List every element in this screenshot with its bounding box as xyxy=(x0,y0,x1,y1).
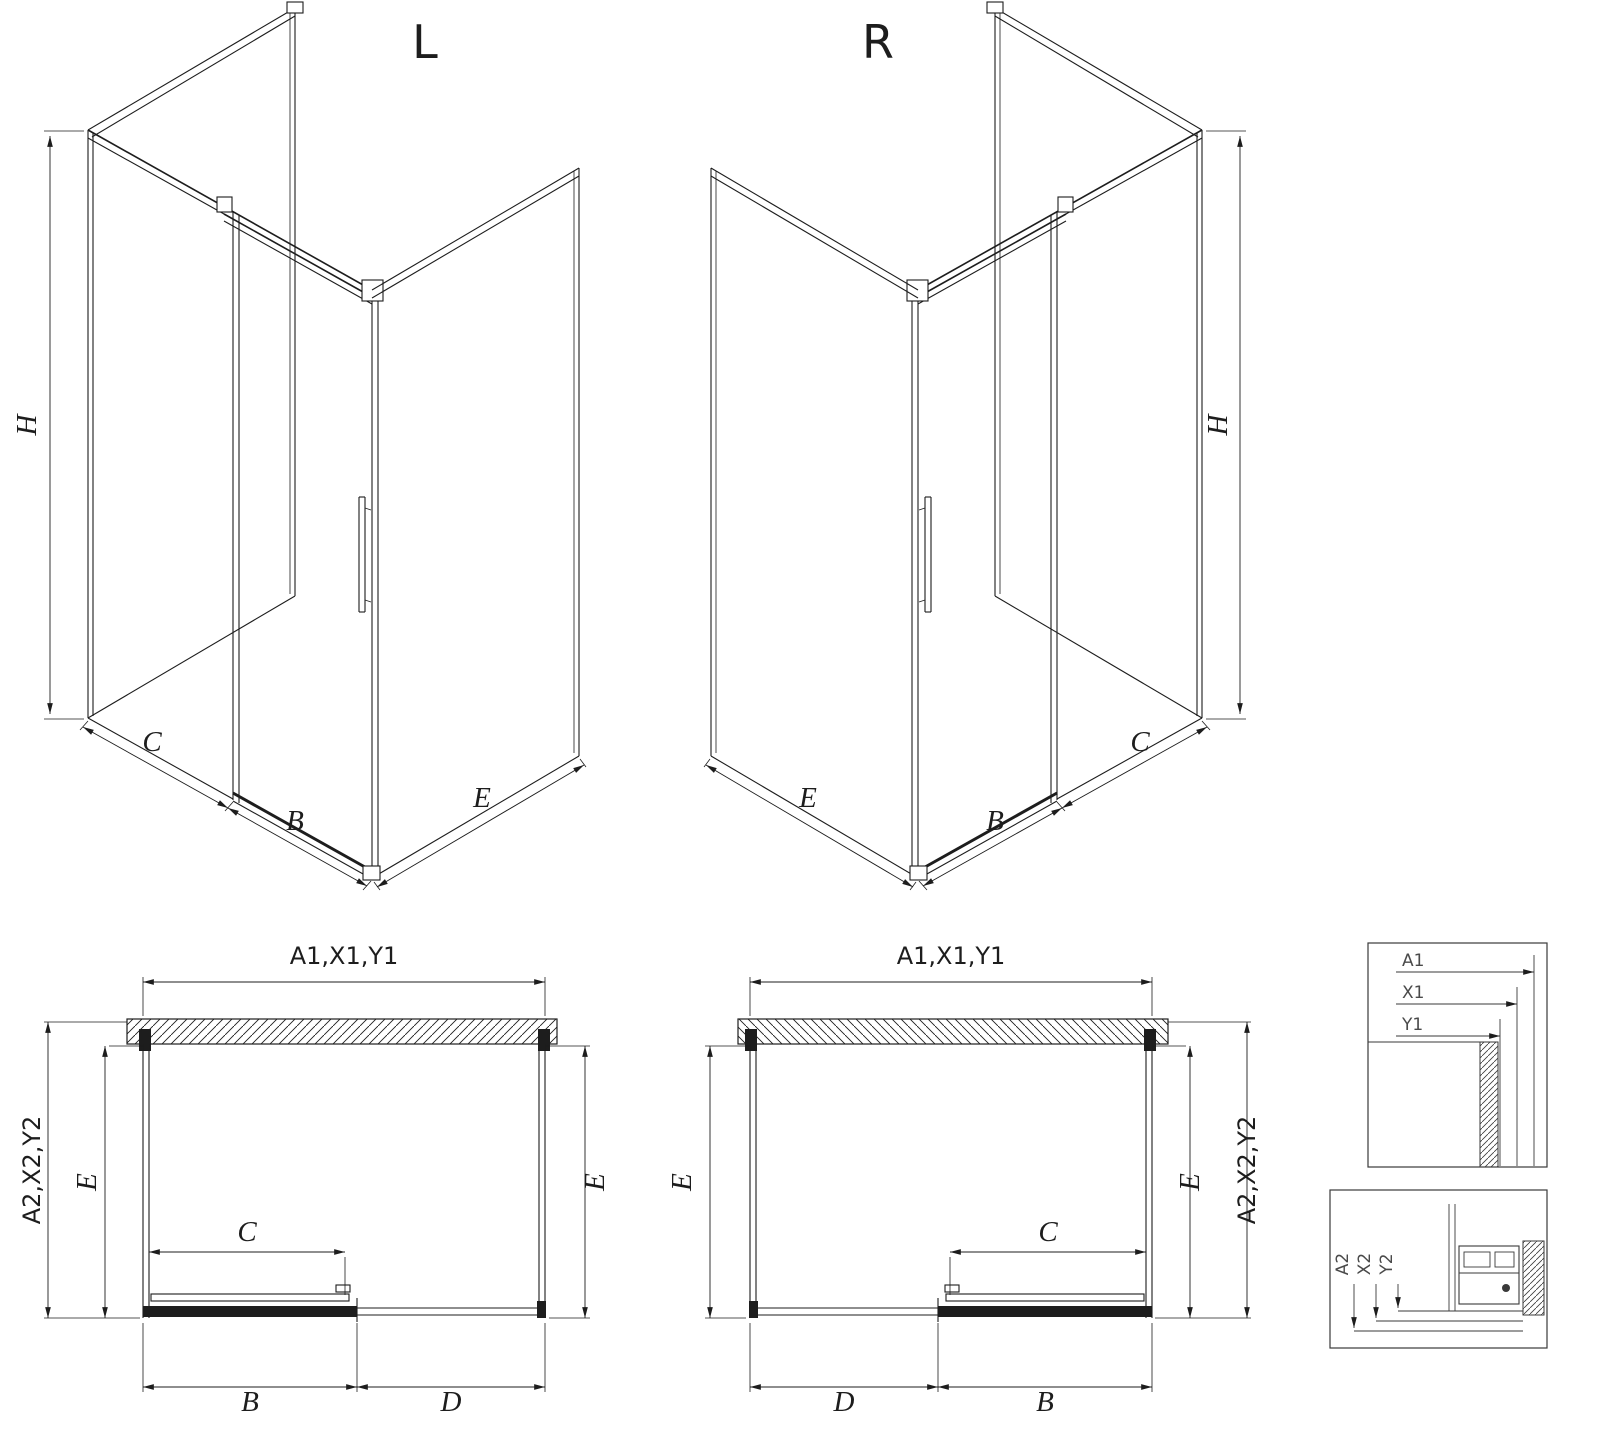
door-handle xyxy=(358,496,372,613)
plan-right-c-label: C xyxy=(1038,1216,1058,1248)
wall-profile-right xyxy=(538,1029,550,1051)
front-face xyxy=(87,129,384,880)
dim-label-h-right: H xyxy=(1202,412,1234,436)
plan-right-e-right-label: E xyxy=(1174,1173,1206,1192)
top-corner-bracket xyxy=(286,1,304,14)
plan-dimension-lines xyxy=(44,977,590,1392)
wall-section xyxy=(126,1018,558,1051)
wall-section xyxy=(1522,1240,1545,1316)
detail-bottom-a2-label: A2 xyxy=(1333,1253,1353,1275)
dim-label-b-left: B xyxy=(286,805,304,837)
dim-label-c-left: C xyxy=(142,726,162,758)
plan-view-right-geometry xyxy=(705,977,1251,1392)
detail-view-bottom xyxy=(1329,1189,1548,1349)
plan-right-a1-label: A1,X1,Y1 xyxy=(897,942,1006,970)
detail-top-y1-label: Y1 xyxy=(1401,1015,1423,1035)
plan-left-e-left-label: E xyxy=(71,1173,103,1192)
plan-left-a2-label: A2,X2,Y2 xyxy=(18,1116,46,1225)
rail-bracket xyxy=(216,196,233,213)
dim-label-c-right: C xyxy=(1130,726,1150,758)
side-glass-profiles xyxy=(142,1044,546,1318)
top-rail xyxy=(216,196,373,305)
dim-label-b-right: B xyxy=(986,805,1004,837)
detail-top-x1-label: X1 xyxy=(1402,983,1424,1003)
side-panel-right xyxy=(362,167,580,881)
iso-dimension-lines xyxy=(44,130,587,891)
detail-view-top xyxy=(1367,942,1548,1168)
corner-foot xyxy=(362,865,381,881)
side-panel-left xyxy=(87,1,304,719)
detail-bottom-x2-label: X2 xyxy=(1355,1253,1375,1275)
slider-track xyxy=(143,1306,357,1317)
plan-left-a1-label: A1,X1,Y1 xyxy=(290,942,399,970)
sliding-door-leaf xyxy=(150,1293,350,1302)
roller-carriage-section xyxy=(1458,1245,1520,1305)
iso-right-title: R xyxy=(862,15,894,69)
plan-right-d-label: D xyxy=(833,1386,855,1418)
dim-label-h-left: H xyxy=(11,412,43,436)
iso-view-right-geometry xyxy=(704,2,1246,890)
door-handle xyxy=(335,1284,351,1293)
plan-left-d-label: D xyxy=(440,1386,462,1418)
iso-view-left-geometry xyxy=(44,1,587,891)
plan-left-b-label: B xyxy=(241,1386,259,1418)
wall-profile-left xyxy=(139,1029,151,1051)
corner-profile xyxy=(537,1301,546,1318)
plan-left-e-right-label: E xyxy=(579,1173,611,1192)
plan-view-left-geometry xyxy=(44,977,590,1392)
plan-right-a2-label: A2,X2,Y2 xyxy=(1233,1116,1261,1225)
detail-bottom-y2-label: Y2 xyxy=(1377,1253,1397,1275)
labels-layer: L H C B E R H C B E A1,X1,Y1 A2,X2,Y2 E … xyxy=(11,15,1424,1418)
plan-right-e-left-label: E xyxy=(666,1173,698,1192)
dim-label-e-right: E xyxy=(798,782,817,814)
corner-connector xyxy=(361,279,384,302)
plan-right-b-label: B xyxy=(1036,1386,1054,1418)
wall-profile-section xyxy=(1479,1041,1499,1168)
plan-left-c-label: C xyxy=(237,1216,257,1248)
iso-left-title: L xyxy=(412,15,438,69)
dim-label-e-left: E xyxy=(472,782,491,814)
front-track-and-door xyxy=(143,1284,546,1322)
detail-top-a1-label: A1 xyxy=(1402,951,1424,971)
